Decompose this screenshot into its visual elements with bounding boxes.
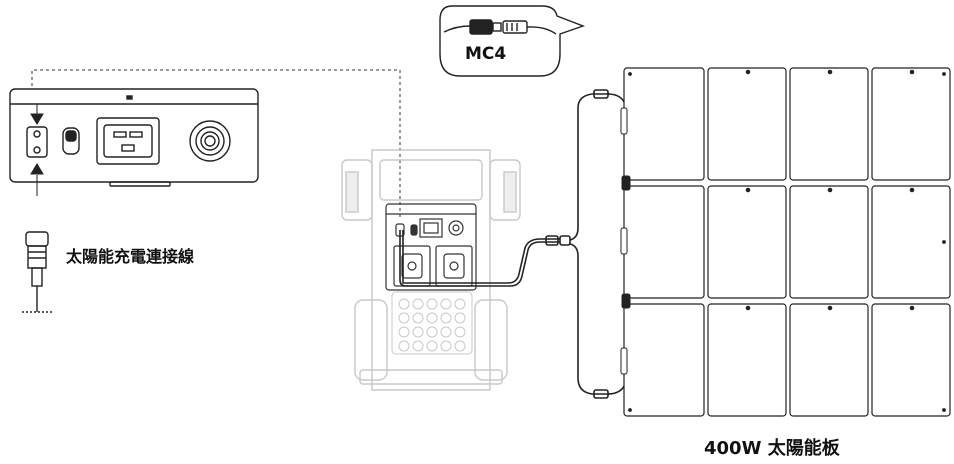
- solar-panel-frame: [623, 67, 951, 417]
- mc4-connector-icon: [443, 19, 557, 35]
- solar-panel-label: 400W 太陽能板: [704, 438, 840, 459]
- solar-charge-cable-label: 太陽能充電連接線: [66, 247, 195, 266]
- power-station: [341, 149, 521, 391]
- mc4-callout: [439, 5, 586, 77]
- solar-cable: [399, 89, 627, 399]
- insert-arrows: [30, 104, 44, 196]
- mc4-label: MC4: [465, 44, 507, 64]
- rocker-switch-icon: [62, 127, 80, 155]
- solar-input-port-icon: [26, 126, 48, 158]
- round-port-icon: [189, 120, 231, 162]
- input-panel-closeup: [9, 88, 259, 187]
- panel-hinges: [620, 69, 946, 412]
- ac-socket-icon: [96, 117, 160, 165]
- vent-grille: [391, 291, 473, 355]
- solar-plug-icon: [22, 231, 52, 313]
